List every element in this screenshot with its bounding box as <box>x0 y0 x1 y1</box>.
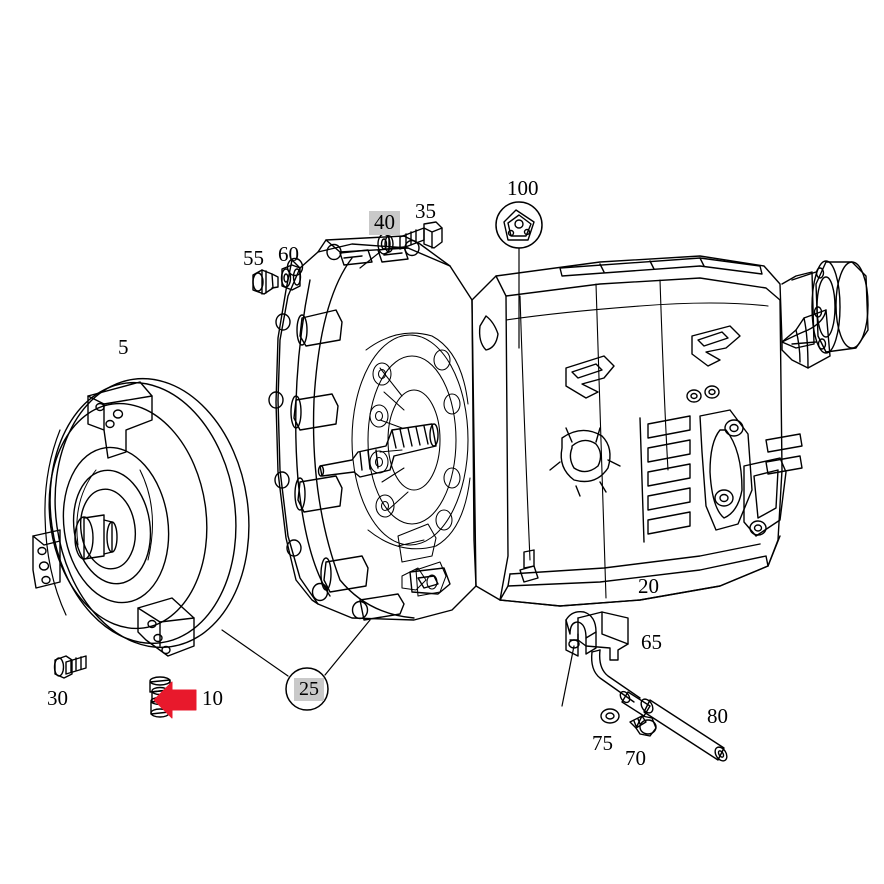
torque-converter-illustration <box>32 377 250 657</box>
part-label-55: 55 <box>243 246 264 270</box>
part-label-25: 25 <box>294 678 324 701</box>
part-label-35: 35 <box>415 199 436 223</box>
screw-70-illustration <box>629 715 657 737</box>
red-arrow-indicator <box>153 681 197 719</box>
part-label-75: 75 <box>592 731 613 755</box>
hex-bolt-35-illustration <box>399 221 443 250</box>
part-label-40: 40 <box>369 211 400 235</box>
part-label-100: 100 <box>507 176 539 200</box>
part-label-70: 70 <box>625 746 646 770</box>
transmission-housing-illustration <box>471 255 869 607</box>
part-label-20: 20 <box>638 574 659 598</box>
part-label-5: 5 <box>118 335 129 359</box>
dipstick-bracket-65-illustration <box>565 610 629 661</box>
dipstick-tube-80-illustration <box>590 649 728 762</box>
part-label-80: 80 <box>707 704 728 728</box>
part-label-30: 30 <box>47 686 68 710</box>
seal-washer-75-illustration <box>600 708 620 724</box>
flange-nut-55-illustration <box>252 269 279 295</box>
part-label-10: 10 <box>202 686 223 710</box>
mounting-bracket-100-illustration <box>503 209 535 241</box>
callout-circle-100 <box>495 201 543 249</box>
bolt-30-illustration <box>53 655 87 679</box>
leader-lines <box>221 247 575 707</box>
bell-housing-illustration <box>268 235 477 621</box>
part-label-65: 65 <box>641 630 662 654</box>
part-label-60: 60 <box>278 242 299 266</box>
spacer-bushing-60-illustration <box>280 264 302 291</box>
